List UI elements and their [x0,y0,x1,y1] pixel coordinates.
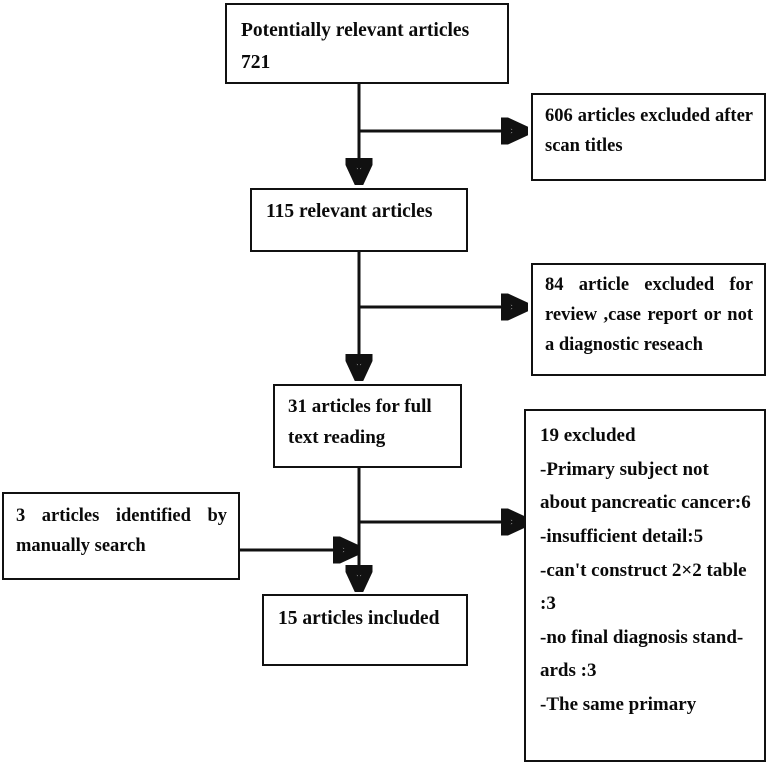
node-manual-search-label: 3 articles identified by manually search [16,506,227,556]
node-articles-included: 15 articles included [262,594,468,666]
node-excluded-scan-titles: 606 articles excluded after scan titles [531,93,766,181]
node-potentially-relevant: Potentially relevant articles 721 [225,3,509,84]
node-relevant-articles: 115 relevant articles [250,188,468,252]
node-full-text-reading: 31 articles for full text reading [273,384,462,468]
node-excluded-review-label: 84 article excluded for review ,case rep… [545,275,753,355]
node-excluded-full-text-label: 19 excluded -Primary subject not about p… [540,425,751,715]
node-excluded-review: 84 article excluded for review ,case rep… [531,263,766,376]
node-manual-search: 3 articles identified by manually search [2,492,240,580]
node-relevant-articles-label: 115 relevant articles [266,201,433,222]
node-excluded-scan-titles-label: 606 articles excluded after scan titles [545,106,753,156]
node-articles-included-label: 15 articles included [278,608,440,629]
node-excluded-full-text: 19 excluded -Primary subject not about p… [524,409,766,762]
node-full-text-reading-label: 31 articles for full text reading [288,396,432,448]
node-potentially-relevant-label: Potentially relevant articles 721 [241,20,470,73]
